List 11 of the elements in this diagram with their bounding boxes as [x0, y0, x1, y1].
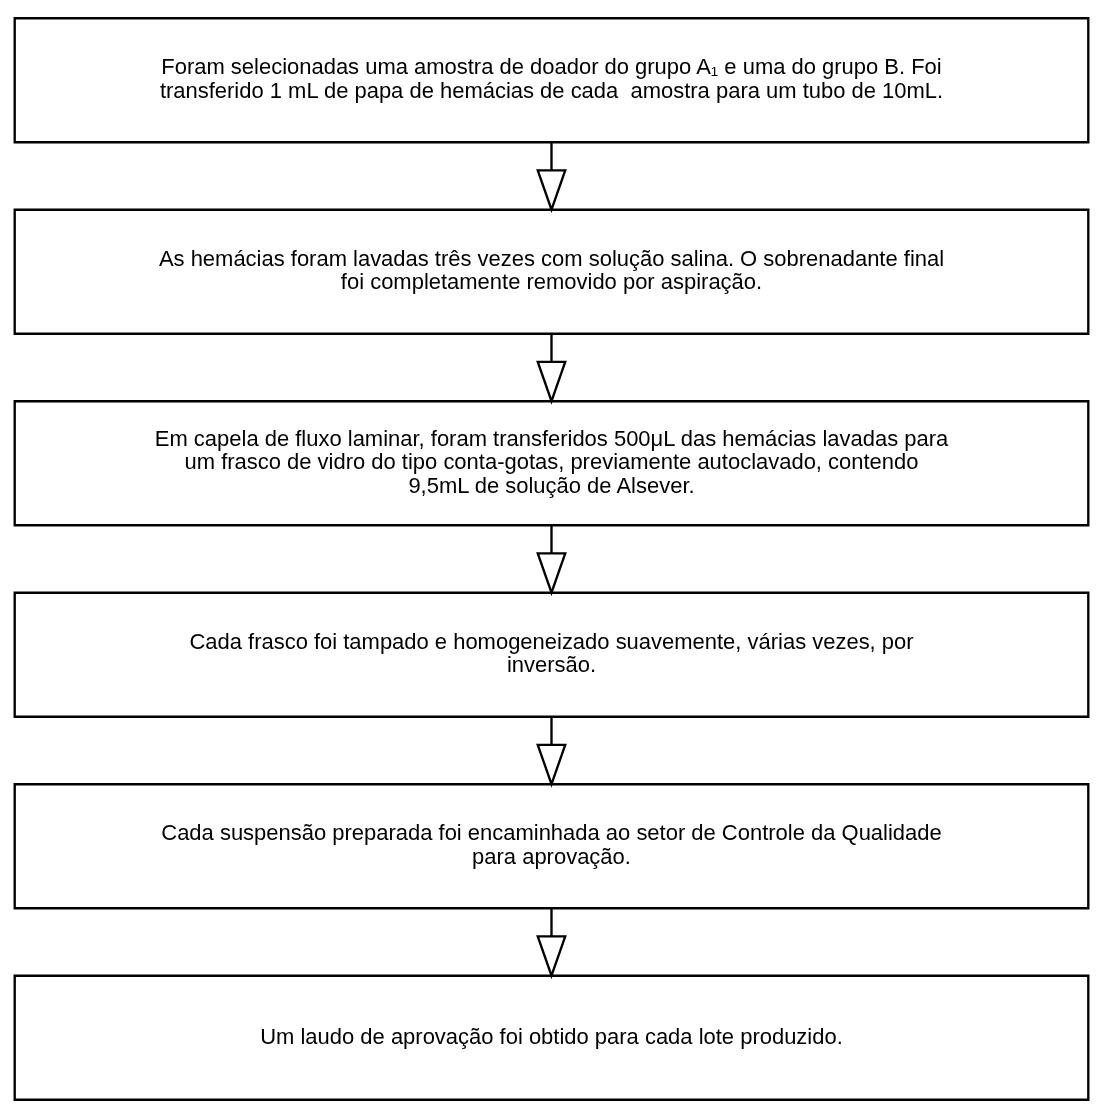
node-box: Foram selecionadas uma amostra de doador do grupo A₁ e uma do grupo B. Foi transferido 1 mL de papa de hemácias de cada amostra para um tubo de 10mL. [13, 16, 1090, 143]
node-box: As hemácias foram lavadas três vezes com solução salina. O sobrenadante final foi completamente removido por aspiração. [13, 208, 1090, 335]
node-box: Um laudo de aprovação foi obtido para cada lote produzido. [13, 974, 1090, 1101]
arrow [536, 142, 567, 213]
arrow [536, 524, 567, 596]
node-box: Em capela de fluxo laminar, foram transferidos 500μL das hemácias lavadas para um frasco de vidro do tipo conta-gotas, previamente autoclavado, contendo 9,5mL de solução de Alsever. [13, 399, 1090, 526]
node-box: Cada suspensão preparada foi encaminhada ao setor de Controle da Qualidade para aprovação. [13, 782, 1090, 909]
node-box: Cada frasco foi tampado e homogeneizado suavemente, várias vezes, por inversão. [13, 591, 1090, 718]
arrow [536, 333, 567, 405]
arrow [536, 907, 567, 979]
arrow [536, 716, 567, 788]
